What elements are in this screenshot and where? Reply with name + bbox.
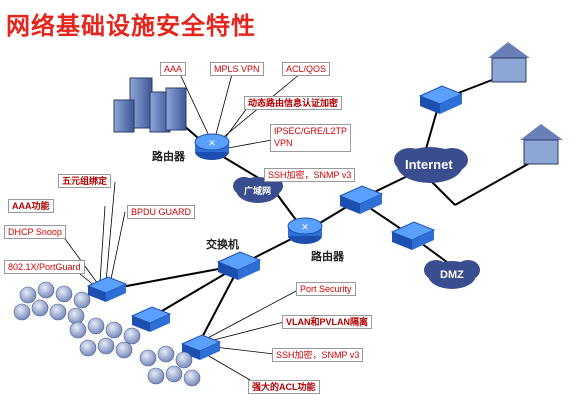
switch-icon [390, 221, 436, 250]
callout-dhcp-snoop: DHCP Snoop [4, 225, 66, 239]
house-icon [520, 124, 563, 165]
internet-cloud-label: Internet [405, 157, 453, 172]
user-group-icon [139, 345, 201, 387]
switch-icon [180, 334, 222, 360]
svg-text:✕: ✕ [208, 139, 216, 149]
svg-text:✕: ✕ [301, 223, 309, 233]
callout-vlan-isolation: VLAN和PVLAN隔离 [282, 315, 373, 329]
cloud-icon [394, 147, 468, 183]
router-icon: ✕ [287, 217, 323, 244]
callout-mpls-vpn: MPLS VPN [210, 62, 264, 76]
callout-aaa-func: AAA功能 [8, 199, 54, 213]
callout-acl-strong: 强大的ACL功能 [248, 380, 320, 394]
house-icon [488, 42, 530, 83]
switch-icon [86, 276, 128, 302]
callout-route-auth: 动态路由信息认证加密 [244, 96, 343, 110]
cloud-icon [424, 260, 480, 289]
callout-aaa: AAA [160, 62, 187, 76]
dmz-cloud-label: DMZ [440, 269, 464, 281]
user-group-icon [13, 281, 91, 325]
switch-icon [418, 85, 464, 114]
switch-label: 交换机 [206, 238, 239, 251]
router-mid-label: 路由器 [311, 250, 344, 263]
callout-ssh-snmp-switch: SSH加密，SNMP v3 [272, 348, 364, 362]
server-icon [113, 77, 187, 133]
switch-icon [216, 251, 262, 280]
switch-icon [338, 185, 384, 214]
router-top-label: 路由器 [152, 150, 185, 163]
switch-icon [130, 306, 172, 332]
page-title: 网络基础设施安全特性 [6, 12, 256, 40]
wan-cloud-label: 广域网 [244, 186, 272, 196]
callout-802-1x-portguard: 802.1X/PortGuard [4, 260, 85, 274]
callout-bpdu-guard: BPDU GUARD [127, 205, 196, 219]
user-group-icon [69, 317, 141, 359]
router-icon: ✕ [194, 133, 230, 160]
callout-ssh-snmp-router: SSH加密，SNMP v3 [264, 168, 356, 182]
callout-acl-qos: ACL/QOS [282, 62, 331, 76]
callout-ipsec-vpn-line1: IPSEC/GRE/L2TP [274, 126, 348, 136]
callout-ipsec-vpn: IPSEC/GRE/L2TP VPN [270, 124, 352, 152]
callout-ipsec-vpn-line2: VPN [274, 138, 293, 148]
callout-leaders [59, 73, 301, 381]
callout-port-security: Port Security [296, 282, 356, 296]
callout-five-tuple: 五元组绑定 [58, 174, 112, 188]
